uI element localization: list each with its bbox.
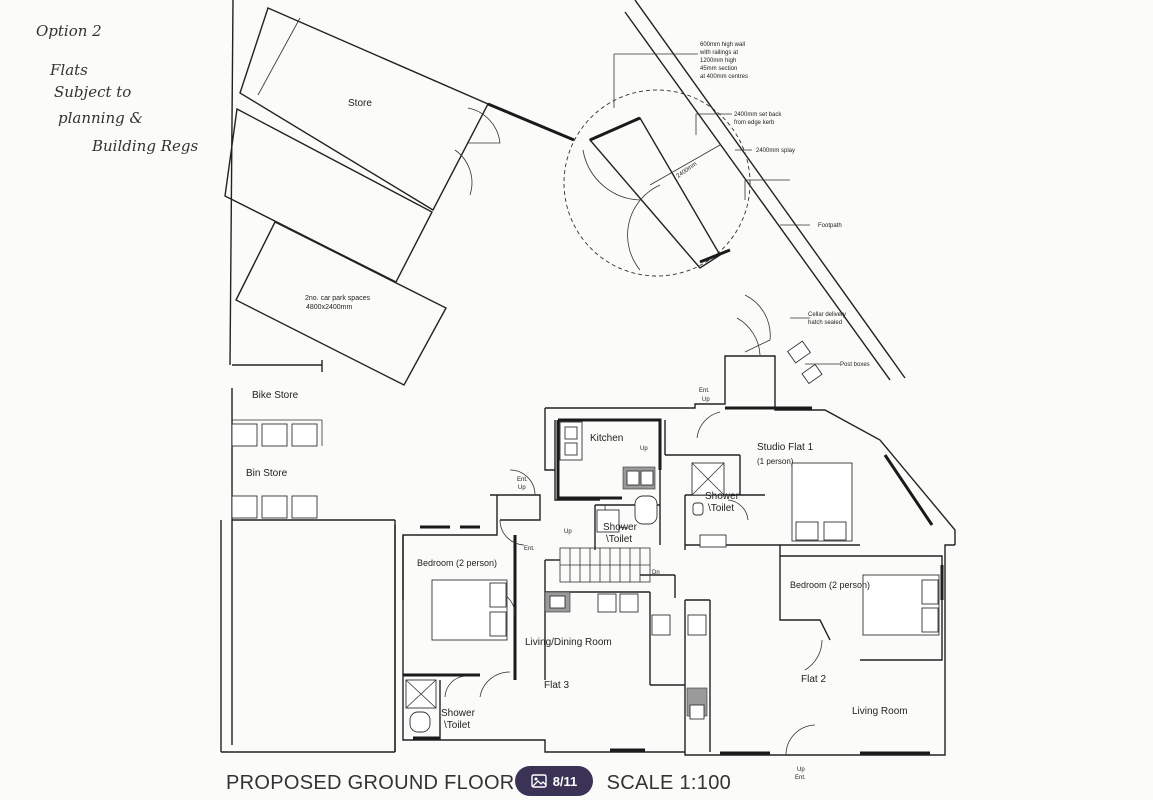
label-studio: Studio Flat 1 [757, 442, 814, 453]
note-ent-left: Ent. [517, 477, 528, 483]
label-bedroom-left: Bedroom (2 person) [417, 558, 497, 568]
splay-area: 2400mm [563, 53, 840, 385]
wall-note: 600mm high wall with railings at 1200mm … [699, 42, 870, 368]
entrance-annotations: Ent. Up Ent. Up Up Up Ent. Dn Up Ent. [517, 388, 806, 781]
label-shower-mid-1: Shower [603, 522, 638, 533]
badge-count: 8/11 [552, 773, 578, 789]
label-bin-store: Bin Store [246, 468, 288, 479]
furniture [405, 421, 940, 733]
note-wall-4: 45mm section [700, 66, 737, 72]
label-shower-left-1: Shower [441, 708, 476, 719]
note-wall-1: 600mm high wall [700, 42, 745, 48]
label-flat3: Flat 3 [544, 680, 569, 691]
note-cellar-2: hatch sealed [808, 320, 842, 326]
label-bike-store: Bike Store [252, 390, 299, 401]
label-car-park-2: 4800x2400mm [306, 304, 352, 311]
site-boundary [220, 0, 906, 753]
label-shower-mid-2: \Toilet [606, 534, 632, 545]
staircase [559, 547, 651, 583]
label-kitchen: Kitchen [590, 433, 623, 444]
label-living-room: Living Room [852, 706, 908, 717]
store-block [224, 7, 575, 386]
label-store: Store [348, 98, 372, 109]
note-setback-1: 2400mm set back [734, 112, 782, 118]
interior-walls [402, 418, 943, 752]
note-flats: Flats [49, 61, 88, 79]
note-planning: planning & [58, 109, 143, 127]
building-outline [394, 355, 956, 756]
note-wall-2: with railings at [699, 50, 738, 56]
note-cellar-1: Cellar delivery [808, 312, 846, 318]
image-icon [531, 774, 547, 788]
note-wall-3: 1200mm high [700, 58, 736, 64]
scale-text: SCALE 1:100 [606, 772, 732, 794]
note-up-stairs: Up [564, 529, 572, 535]
label-studio-sub: (1 person) [757, 457, 794, 466]
note-setback-2: from edge kerb [734, 120, 775, 126]
label-shower-studio-2: \Toilet [708, 503, 734, 514]
label-car-park-1: 2no. car park spaces [305, 295, 370, 302]
note-footpath: Footpath [818, 223, 842, 229]
note-up-left: Up [518, 485, 526, 491]
note-wall-5: at 400mm centres [700, 74, 748, 80]
doors [444, 411, 823, 756]
label-shower-left-2: \Toilet [444, 720, 470, 731]
room-labels: Kitchen Studio Flat 1 (1 person) Shower … [417, 433, 908, 731]
label-living-dining: Living/Dining Room [525, 637, 612, 648]
label-flat2: Flat 2 [801, 674, 826, 685]
note-splay: 2400mm splay [756, 148, 795, 154]
label-bedroom-right: Bedroom (2 person) [790, 580, 870, 590]
note-building-regs: Building Regs [91, 137, 198, 155]
note-ent-top: Ent. [699, 388, 710, 394]
drawing-title: PROPOSED GROUND FLOOR SCALE 1:100 [226, 772, 731, 795]
note-up-kitchen: Up [640, 446, 648, 452]
note-up-bottom: Up [797, 767, 805, 773]
title-text: PROPOSED GROUND FLOOR [226, 772, 515, 794]
note-option: Option 2 [36, 22, 102, 40]
note-up-top: Up [702, 397, 710, 403]
note-subject: Subject to [54, 83, 131, 101]
note-ent-bottom: Ent. [795, 775, 806, 781]
note-ent-mid: Ent. [524, 546, 535, 552]
image-counter-badge[interactable]: 8/11 [515, 766, 593, 796]
note-dn: Dn [652, 570, 660, 576]
label-shower-studio-1: Shower [705, 491, 740, 502]
note-post-boxes: Post boxes [840, 362, 870, 368]
handwritten-notes: Option 2 Flats Subject to planning & Bui… [36, 22, 198, 155]
bin-bike-store [231, 419, 323, 519]
